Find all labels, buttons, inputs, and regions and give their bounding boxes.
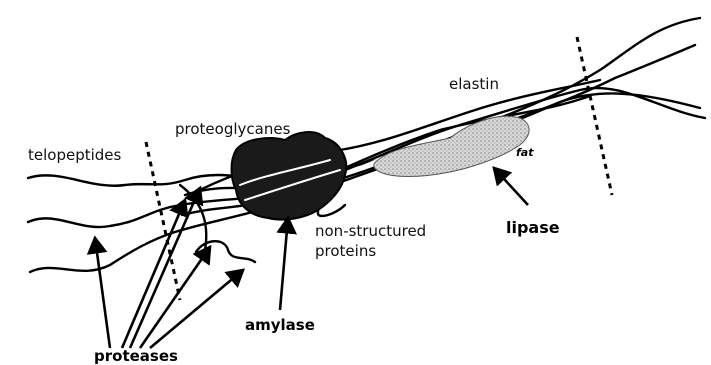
label-amylase: amylase xyxy=(245,316,315,334)
telopeptide-cut-right xyxy=(577,37,612,195)
proteoglycan-blob xyxy=(232,132,347,220)
label-telopeptides: telopeptides xyxy=(28,146,122,164)
label-lipase: lipase xyxy=(506,218,560,237)
lipase-arrow xyxy=(494,168,528,205)
label-proteoglycanes: proteoglycanes xyxy=(175,120,291,138)
label-fat: fat xyxy=(516,146,534,159)
protease-arrows xyxy=(95,188,243,348)
amylase-arrow xyxy=(280,218,288,310)
label-proteases: proteases xyxy=(94,347,178,365)
label-non-structured-proteins-line1: non-structured xyxy=(315,222,426,240)
label-non-structured-proteins-line2: proteins xyxy=(315,242,376,260)
label-elastin: elastin xyxy=(449,75,499,93)
